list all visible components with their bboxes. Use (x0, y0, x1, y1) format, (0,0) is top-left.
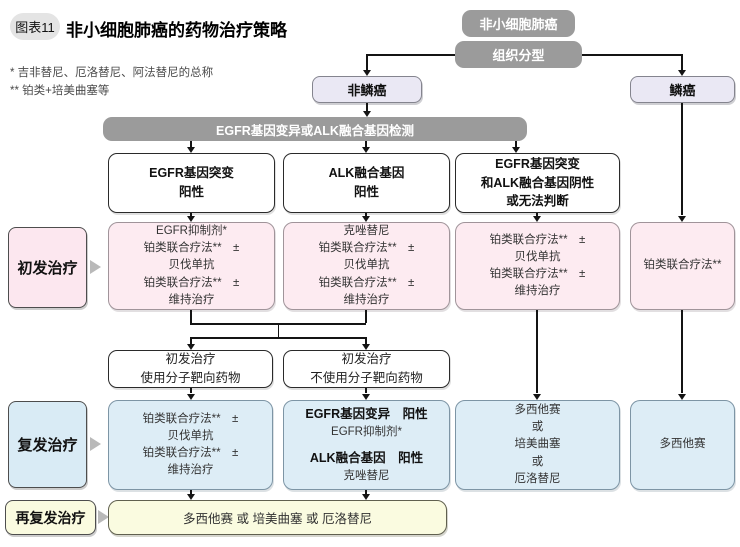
node-initial-egfr: EGFR抑制剂* 铂类联合疗法** ± 贝伐单抗 铂类联合疗法** ± 维持治疗 (108, 222, 275, 310)
node-initial-alk: 克唑替尼 铂类联合疗法** ± 贝伐单抗 铂类联合疗法** ± 维持治疗 (283, 222, 450, 310)
node-relapse-after-targeted: 铂类联合疗法** ± 贝伐单抗 铂类联合疗法** ± 维持治疗 (108, 400, 273, 490)
flow-line (190, 388, 192, 393)
flow-line (190, 490, 192, 494)
arrowhead-down-icon (361, 215, 370, 222)
relapse-egfr-drug: EGFR抑制剂* (331, 425, 402, 438)
arrowhead-down-icon (677, 215, 686, 222)
flow-line (190, 337, 192, 344)
flow-line (366, 103, 368, 111)
node-egfr-alk-negative-header: EGFR基因突变 和ALK融合基因阴性 或无法判断 (455, 153, 620, 213)
flow-line (582, 54, 682, 56)
relapse-alk-status: ALK融合基因 阳性 (309, 451, 424, 465)
flow-line (277, 323, 280, 337)
arrowhead-down-icon (186, 393, 195, 400)
node-egfr-positive-header: EGFR基因突变 阳性 (108, 153, 275, 213)
arrowhead-down-icon (186, 146, 195, 153)
arrowhead-down-icon (677, 393, 686, 400)
node-relapse-negative: 多西他赛 或 培美曲塞 或 厄洛替尼 (455, 400, 620, 490)
stage-pointer-icon (90, 260, 101, 274)
node-initial-squamous: 铂类联合疗法** (630, 222, 735, 310)
flow-line (365, 337, 367, 344)
figure-badge: 图表11 (10, 13, 60, 40)
flow-line (190, 141, 192, 147)
node-histology-typing: 组织分型 (455, 41, 582, 68)
arrowhead-down-icon (677, 69, 686, 76)
flow-line (365, 310, 367, 323)
figure-title: 非小细胞肺癌的药物治疗策略 (66, 21, 287, 40)
node-squamous: 鳞癌 (630, 76, 735, 103)
stage-label-second-relapse: 再复发治疗 (5, 500, 96, 535)
node-gene-test-bar: EGFR基因变异或ALK融合基因检测 (103, 117, 527, 141)
relapse-egfr-status: EGFR基因变异 阳性 (305, 407, 428, 421)
arrowhead-down-icon (186, 215, 195, 222)
stage-pointer-icon (98, 510, 109, 524)
footnote-1: * 吉非替尼、厄洛替尼、阿法替尼的总称 (10, 67, 214, 79)
stage-label-relapse: 复发治疗 (8, 401, 87, 488)
arrowhead-down-icon (361, 493, 370, 500)
node-alk-positive-header: ALK融合基因 阳性 (283, 153, 450, 213)
stage-label-initial: 初发治疗 (8, 227, 87, 308)
arrowhead-down-icon (362, 69, 371, 76)
node-interim-targeted: 初发治疗 使用分子靶向药物 (108, 350, 273, 388)
flow-line (190, 310, 192, 323)
flow-line (365, 213, 367, 216)
node-interim-not-targeted: 初发治疗 不使用分子靶向药物 (283, 350, 450, 388)
arrowhead-down-icon (186, 343, 195, 350)
node-initial-negative: 铂类联合疗法** ± 贝伐单抗 铂类联合疗法** ± 维持治疗 (455, 222, 620, 310)
stage-pointer-icon (90, 437, 101, 451)
flow-line (536, 310, 538, 393)
flow-line (367, 54, 455, 56)
arrowhead-down-icon (532, 215, 541, 222)
node-second-relapse-options: 多西他赛 或 培美曲塞 或 厄洛替尼 (108, 500, 447, 535)
relapse-alk-drug: 克唑替尼 (343, 469, 390, 482)
flow-line (365, 141, 367, 147)
flow-line (681, 54, 683, 70)
node-nonsquamous: 非鳞癌 (312, 76, 422, 103)
flow-line (536, 213, 538, 216)
node-relapse-squamous: 多西他赛 (630, 400, 735, 490)
arrowhead-down-icon (361, 343, 370, 350)
flow-line (681, 310, 683, 393)
arrowhead-down-icon (532, 393, 541, 400)
flow-line (681, 103, 683, 215)
arrowhead-down-icon (362, 110, 371, 117)
flow-line (365, 388, 367, 393)
arrowhead-down-icon (361, 393, 370, 400)
flow-line (365, 490, 367, 494)
flow-line (366, 54, 368, 70)
node-relapse-after-chemo: EGFR基因变异 阳性 EGFR抑制剂* ALK融合基因 阳性 克唑替尼 (283, 400, 450, 490)
footnote-2: ** 铂类+培美曲塞等 (10, 85, 110, 97)
arrowhead-down-icon (361, 146, 370, 153)
arrowhead-down-icon (511, 146, 520, 153)
node-nsclc-root: 非小细胞肺癌 (462, 10, 575, 37)
flow-line (515, 141, 517, 147)
flow-line (190, 213, 192, 216)
arrowhead-down-icon (186, 493, 195, 500)
flow-line (190, 337, 367, 339)
